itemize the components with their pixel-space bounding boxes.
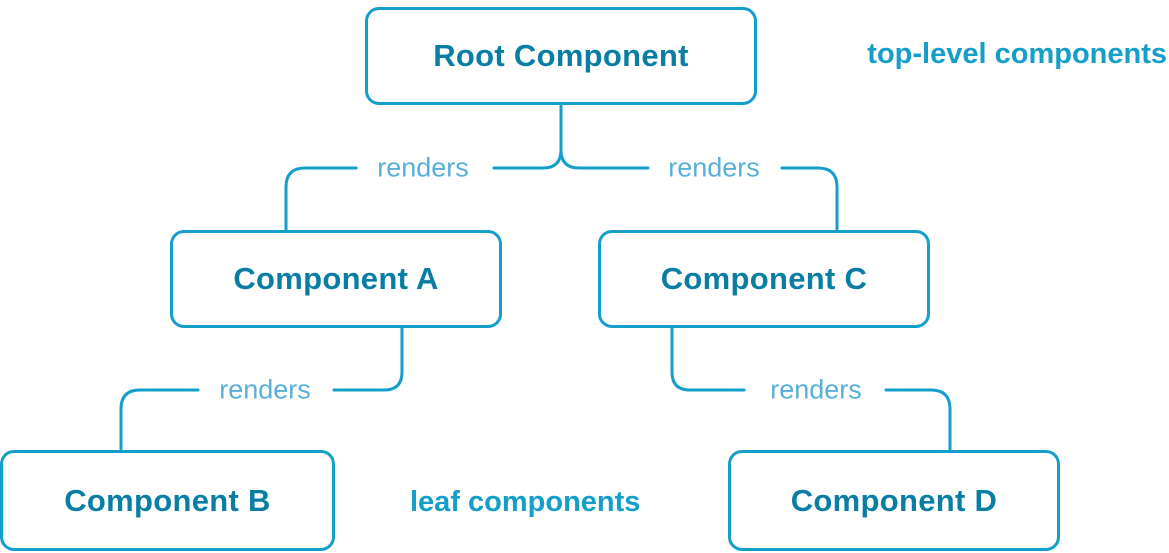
connector-a-to-b-down	[119, 388, 200, 451]
annotation-top-level-components: top-level components	[867, 38, 1167, 70]
annotation-leaf-components: leaf components	[410, 486, 641, 518]
connector-a-to-b-left	[332, 326, 404, 392]
edge-label-a-renders-b: renders	[219, 374, 311, 405]
connector-c-to-d-right	[670, 326, 746, 392]
node-root-component-label: Root Component	[433, 38, 689, 73]
connector-root-to-c-down	[780, 166, 839, 231]
node-component-c-label: Component C	[660, 261, 868, 296]
edge-label-root-renders-a: renders	[377, 152, 469, 183]
edge-label-c-renders-d: renders	[770, 374, 862, 405]
node-root-component: Root Component	[365, 7, 757, 105]
connector-c-to-d-down	[884, 388, 952, 451]
connector-root-to-a-left	[492, 148, 563, 170]
node-component-d: Component D	[728, 450, 1060, 551]
node-component-a: Component A	[170, 230, 502, 328]
node-component-c: Component C	[598, 230, 930, 328]
node-component-b-label: Component B	[64, 482, 271, 518]
node-component-b: Component B	[0, 450, 335, 551]
connector-root-to-c-right	[559, 148, 650, 170]
edge-label-root-renders-c: renders	[668, 152, 760, 183]
node-component-d-label: Component D	[790, 482, 998, 518]
node-component-a-label: Component A	[233, 261, 439, 296]
connector-root-to-a-down	[284, 166, 358, 231]
